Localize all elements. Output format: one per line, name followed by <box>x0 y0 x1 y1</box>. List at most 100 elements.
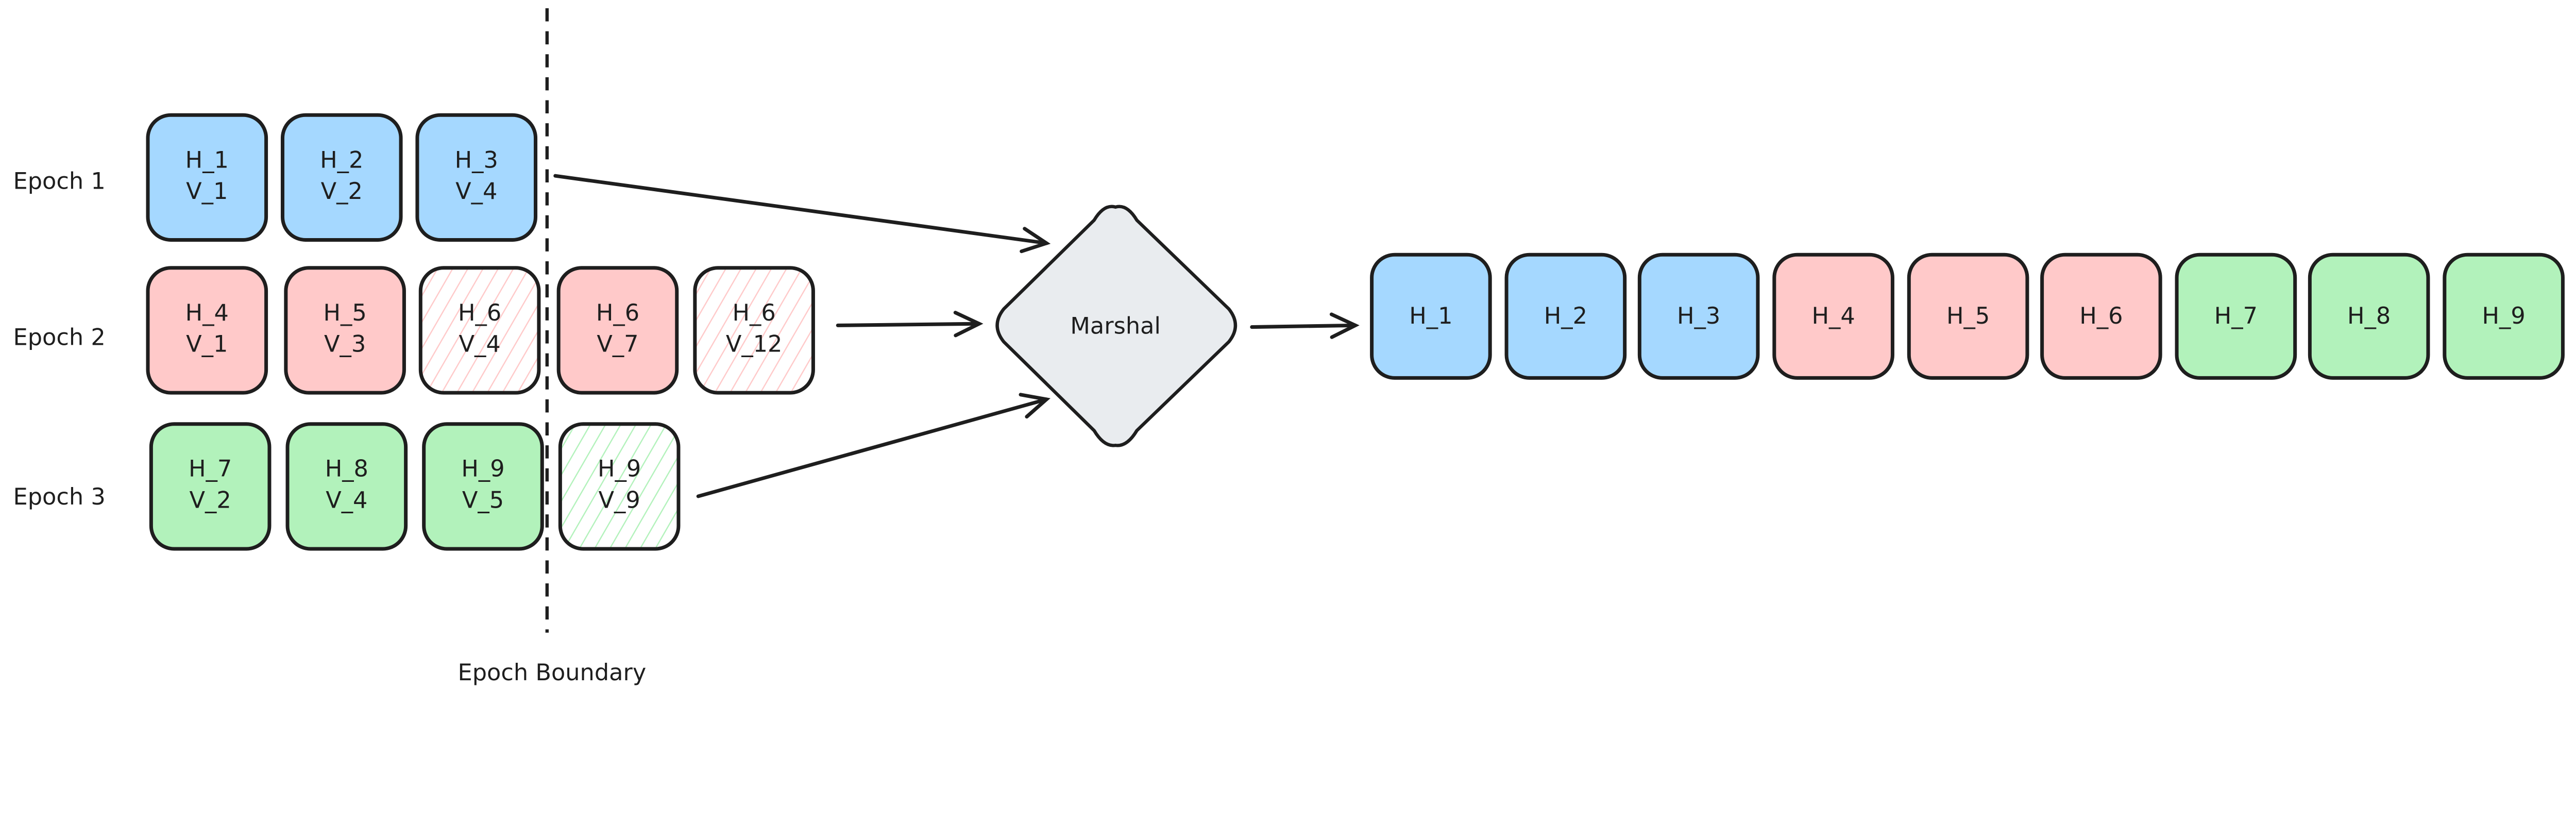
block-line-text: H_6 <box>596 299 639 326</box>
output-box-label: H_1 <box>1409 303 1452 329</box>
arrow <box>553 174 1051 254</box>
arrow-shaft <box>553 174 1048 245</box>
block-box-shape <box>556 266 679 395</box>
block-box: H_6V_7 <box>556 266 679 395</box>
output-sequence: H_1 H_2 H_3 H_4 H_5 H_6 H_7 H_8 H_9 <box>1370 253 2565 380</box>
block-line-text: V_4 <box>459 330 500 357</box>
block-line-text: V_3 <box>324 330 366 357</box>
block-line-text: V_1 <box>186 330 228 357</box>
block-box: H_8V_4 <box>285 422 408 551</box>
epoch-row: Epoch 1H_1V_1H_2V_2H_3V_4 <box>13 113 538 242</box>
block-box-shape <box>280 113 403 242</box>
output-box-shape <box>1637 253 1760 380</box>
output-box-label: H_7 <box>2214 303 2258 329</box>
block-box: H_3V_4 <box>415 113 538 242</box>
block-box-shape <box>693 266 815 395</box>
block-box: H_7V_2 <box>149 422 272 551</box>
block-box-shape <box>146 113 268 242</box>
block-line-text: V_2 <box>321 178 363 205</box>
block-line-text: H_8 <box>325 456 368 482</box>
output-box: H_9 <box>2443 253 2565 380</box>
output-box-shape <box>2175 253 2297 380</box>
block-box-shape <box>149 422 272 551</box>
block-box-shape <box>558 422 681 551</box>
marshal-label: Marshal <box>1070 312 1160 339</box>
block-line-text: V_2 <box>190 486 231 513</box>
output-box-shape <box>1504 253 1627 380</box>
block-box: H_6V_12 <box>693 266 815 395</box>
block-box-shape <box>284 266 406 395</box>
block-line-text: H_6 <box>732 299 775 326</box>
marshal-diamond <box>995 205 1237 447</box>
block-line-text: H_6 <box>458 299 501 326</box>
block-line-text: V_4 <box>326 486 367 513</box>
arrow <box>836 311 984 338</box>
output-box-shape <box>1772 253 1894 380</box>
block-line-text: H_4 <box>185 299 229 326</box>
output-box: H_7 <box>2175 253 2297 380</box>
output-box-label: H_8 <box>2347 303 2391 329</box>
epoch-label: Epoch 3 <box>13 483 106 510</box>
block-line-text: V_7 <box>597 330 638 357</box>
block-box: H_4V_1 <box>146 266 268 395</box>
output-box-shape <box>1907 253 2029 380</box>
epoch-row: Epoch 2H_4V_1H_5V_3H_6V_4H_6V_7H_6V_12 <box>13 266 815 395</box>
output-box: H_5 <box>1907 253 2029 380</box>
block-line-text: H_9 <box>598 456 641 482</box>
block-box-shape <box>418 266 541 395</box>
output-box: H_4 <box>1772 253 1894 380</box>
output-box-label: H_5 <box>1946 303 1990 329</box>
output-box: H_2 <box>1504 253 1627 380</box>
output-box: H_6 <box>2040 253 2162 380</box>
block-box-shape <box>415 113 538 242</box>
block-box-shape <box>285 422 408 551</box>
arrow-shaft <box>696 397 1048 498</box>
arrow-head-icon <box>1020 227 1051 254</box>
arrow-shaft <box>836 322 981 327</box>
output-box-label: H_4 <box>1812 303 1855 329</box>
block-line-text: H_3 <box>455 146 498 173</box>
output-box-label: H_2 <box>1544 303 1587 329</box>
block-box: H_5V_3 <box>284 266 406 395</box>
block-line-text: V_5 <box>462 486 504 513</box>
epoch-boundary-label: Epoch Boundary <box>458 659 647 686</box>
epoch-row: Epoch 3H_7V_2H_8V_4H_9V_5H_9V_9 <box>13 422 681 551</box>
output-box-shape <box>2308 253 2430 380</box>
block-line-text: V_12 <box>726 330 783 357</box>
arrow <box>696 393 1050 498</box>
block-line-text: H_1 <box>185 146 229 173</box>
output-box-shape <box>1370 253 1492 380</box>
output-box: H_8 <box>2308 253 2430 380</box>
block-box: H_1V_1 <box>146 113 268 242</box>
arrow-head-icon <box>1329 312 1360 339</box>
arrow <box>1250 312 1360 339</box>
block-line-text: V_4 <box>455 178 497 205</box>
block-box: H_2V_2 <box>280 113 403 242</box>
block-box-shape <box>422 422 544 551</box>
block-box: H_6V_4 <box>418 266 541 395</box>
block-box: H_9V_5 <box>422 422 544 551</box>
output-box-shape <box>2443 253 2565 380</box>
output-box-label: H_9 <box>2482 303 2526 329</box>
arrows <box>553 174 1360 498</box>
arrow-shaft <box>1250 323 1358 329</box>
output-box-label: H_3 <box>1677 303 1720 329</box>
block-line-text: H_5 <box>324 299 367 326</box>
block-line-text: V_9 <box>599 486 640 513</box>
output-box-label: H_6 <box>2079 303 2123 329</box>
arrow-head-icon <box>953 311 984 338</box>
epoch-marshal-diagram: Epoch Boundary Epoch 1H_1V_1H_2V_2H_3V_4… <box>13 8 2565 686</box>
block-line-text: H_7 <box>189 456 232 482</box>
epoch-label: Epoch 1 <box>13 168 106 195</box>
block-line-text: H_2 <box>320 146 363 173</box>
output-box-shape <box>2040 253 2162 380</box>
output-box: H_1 <box>1370 253 1492 380</box>
block-line-text: V_1 <box>186 178 228 205</box>
block-box: H_9V_9 <box>558 422 681 551</box>
epoch-label: Epoch 2 <box>13 324 106 351</box>
output-box: H_3 <box>1637 253 1760 380</box>
arrow-head-icon <box>1019 393 1050 419</box>
block-box-shape <box>146 266 268 395</box>
marshal-node: Marshal <box>995 205 1237 447</box>
